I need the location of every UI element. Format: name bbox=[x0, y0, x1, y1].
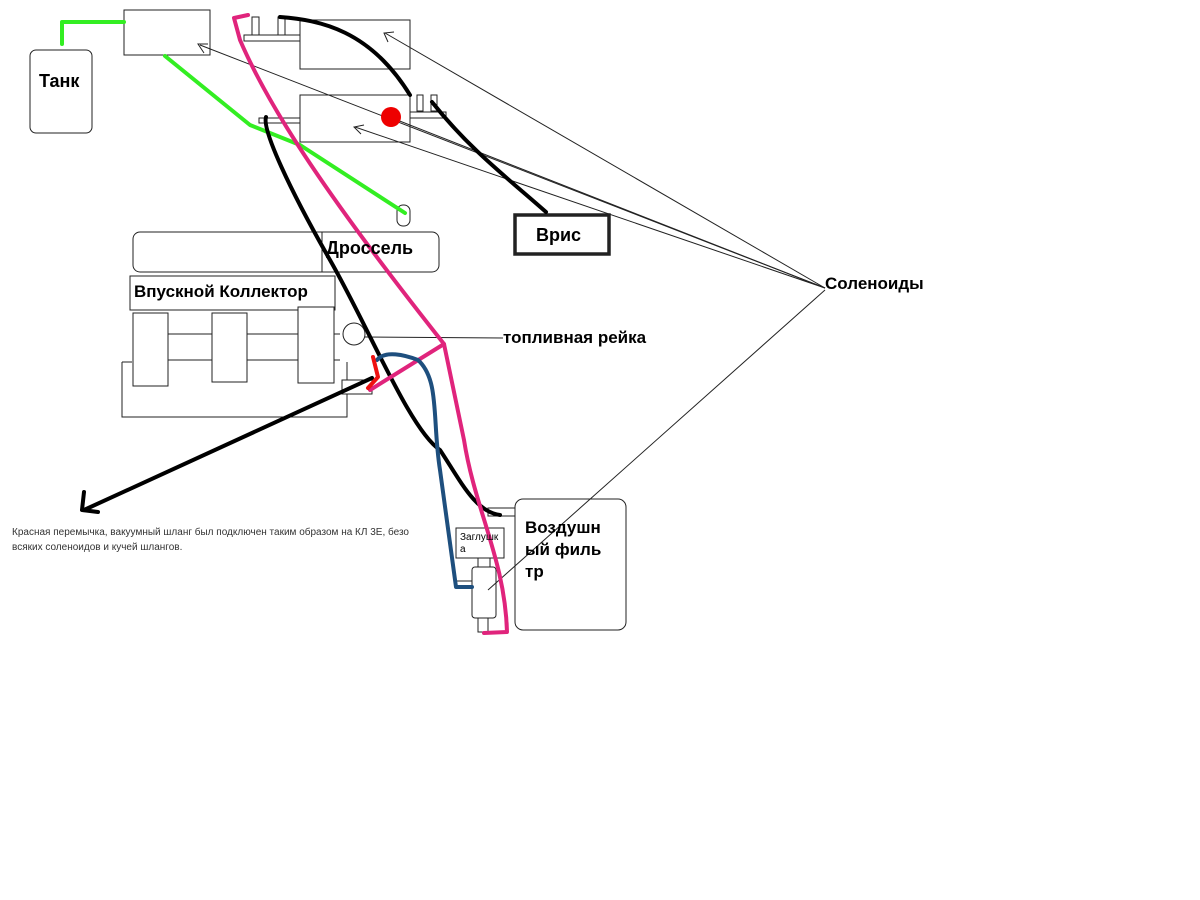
tank-box bbox=[29, 49, 93, 134]
pink-hose bbox=[232, 13, 509, 635]
blue-hose bbox=[375, 352, 474, 589]
air-filter-box bbox=[514, 498, 627, 631]
solenoid-top-box bbox=[299, 19, 411, 70]
green-hose bbox=[60, 20, 126, 46]
throttle-box bbox=[132, 231, 440, 273]
green-hose-2 bbox=[163, 54, 407, 215]
tank-label: Танк bbox=[39, 71, 80, 91]
black-arrowhead bbox=[80, 490, 100, 514]
solenoid-bottom-bracket-right bbox=[409, 111, 447, 119]
drossel-label: Дроссель bbox=[326, 238, 414, 258]
black-arrow bbox=[82, 376, 374, 512]
valve-body bbox=[471, 566, 497, 619]
black-hose-3 bbox=[263, 115, 502, 517]
black-hose-1 bbox=[278, 15, 412, 97]
pink-hose-branch bbox=[368, 342, 446, 392]
solenoid-top-port-2 bbox=[277, 16, 286, 36]
solenoids-label: Соленоиды bbox=[825, 274, 924, 293]
plug-label: Заглушка bbox=[460, 532, 499, 555]
manifold-label: Впускной Коллектор bbox=[134, 282, 308, 301]
vris-box bbox=[513, 213, 611, 256]
vris-label: Врис bbox=[536, 225, 582, 245]
note-text: Красная перемычка, вакуумный шланг был п… bbox=[12, 527, 409, 553]
fuel-rail-regulator bbox=[342, 322, 366, 346]
solenoid-bottom-port-1 bbox=[416, 94, 424, 112]
manifold-label-box bbox=[129, 275, 336, 311]
solenoid-red-dot bbox=[381, 107, 401, 127]
red-jumper bbox=[366, 355, 380, 390]
manifold-runner-2 bbox=[211, 312, 248, 383]
air-filter-label: Воздушный фильтр bbox=[525, 518, 602, 582]
manifold-runner-3 bbox=[297, 306, 335, 384]
canister-box bbox=[123, 9, 211, 56]
solenoid-top-port-1 bbox=[251, 16, 260, 36]
fuel-rail-label: топливная рейка bbox=[503, 328, 647, 347]
black-hose-2 bbox=[430, 100, 548, 214]
manifold-runner-1 bbox=[132, 312, 169, 387]
solenoid-top-bracket bbox=[243, 34, 301, 42]
